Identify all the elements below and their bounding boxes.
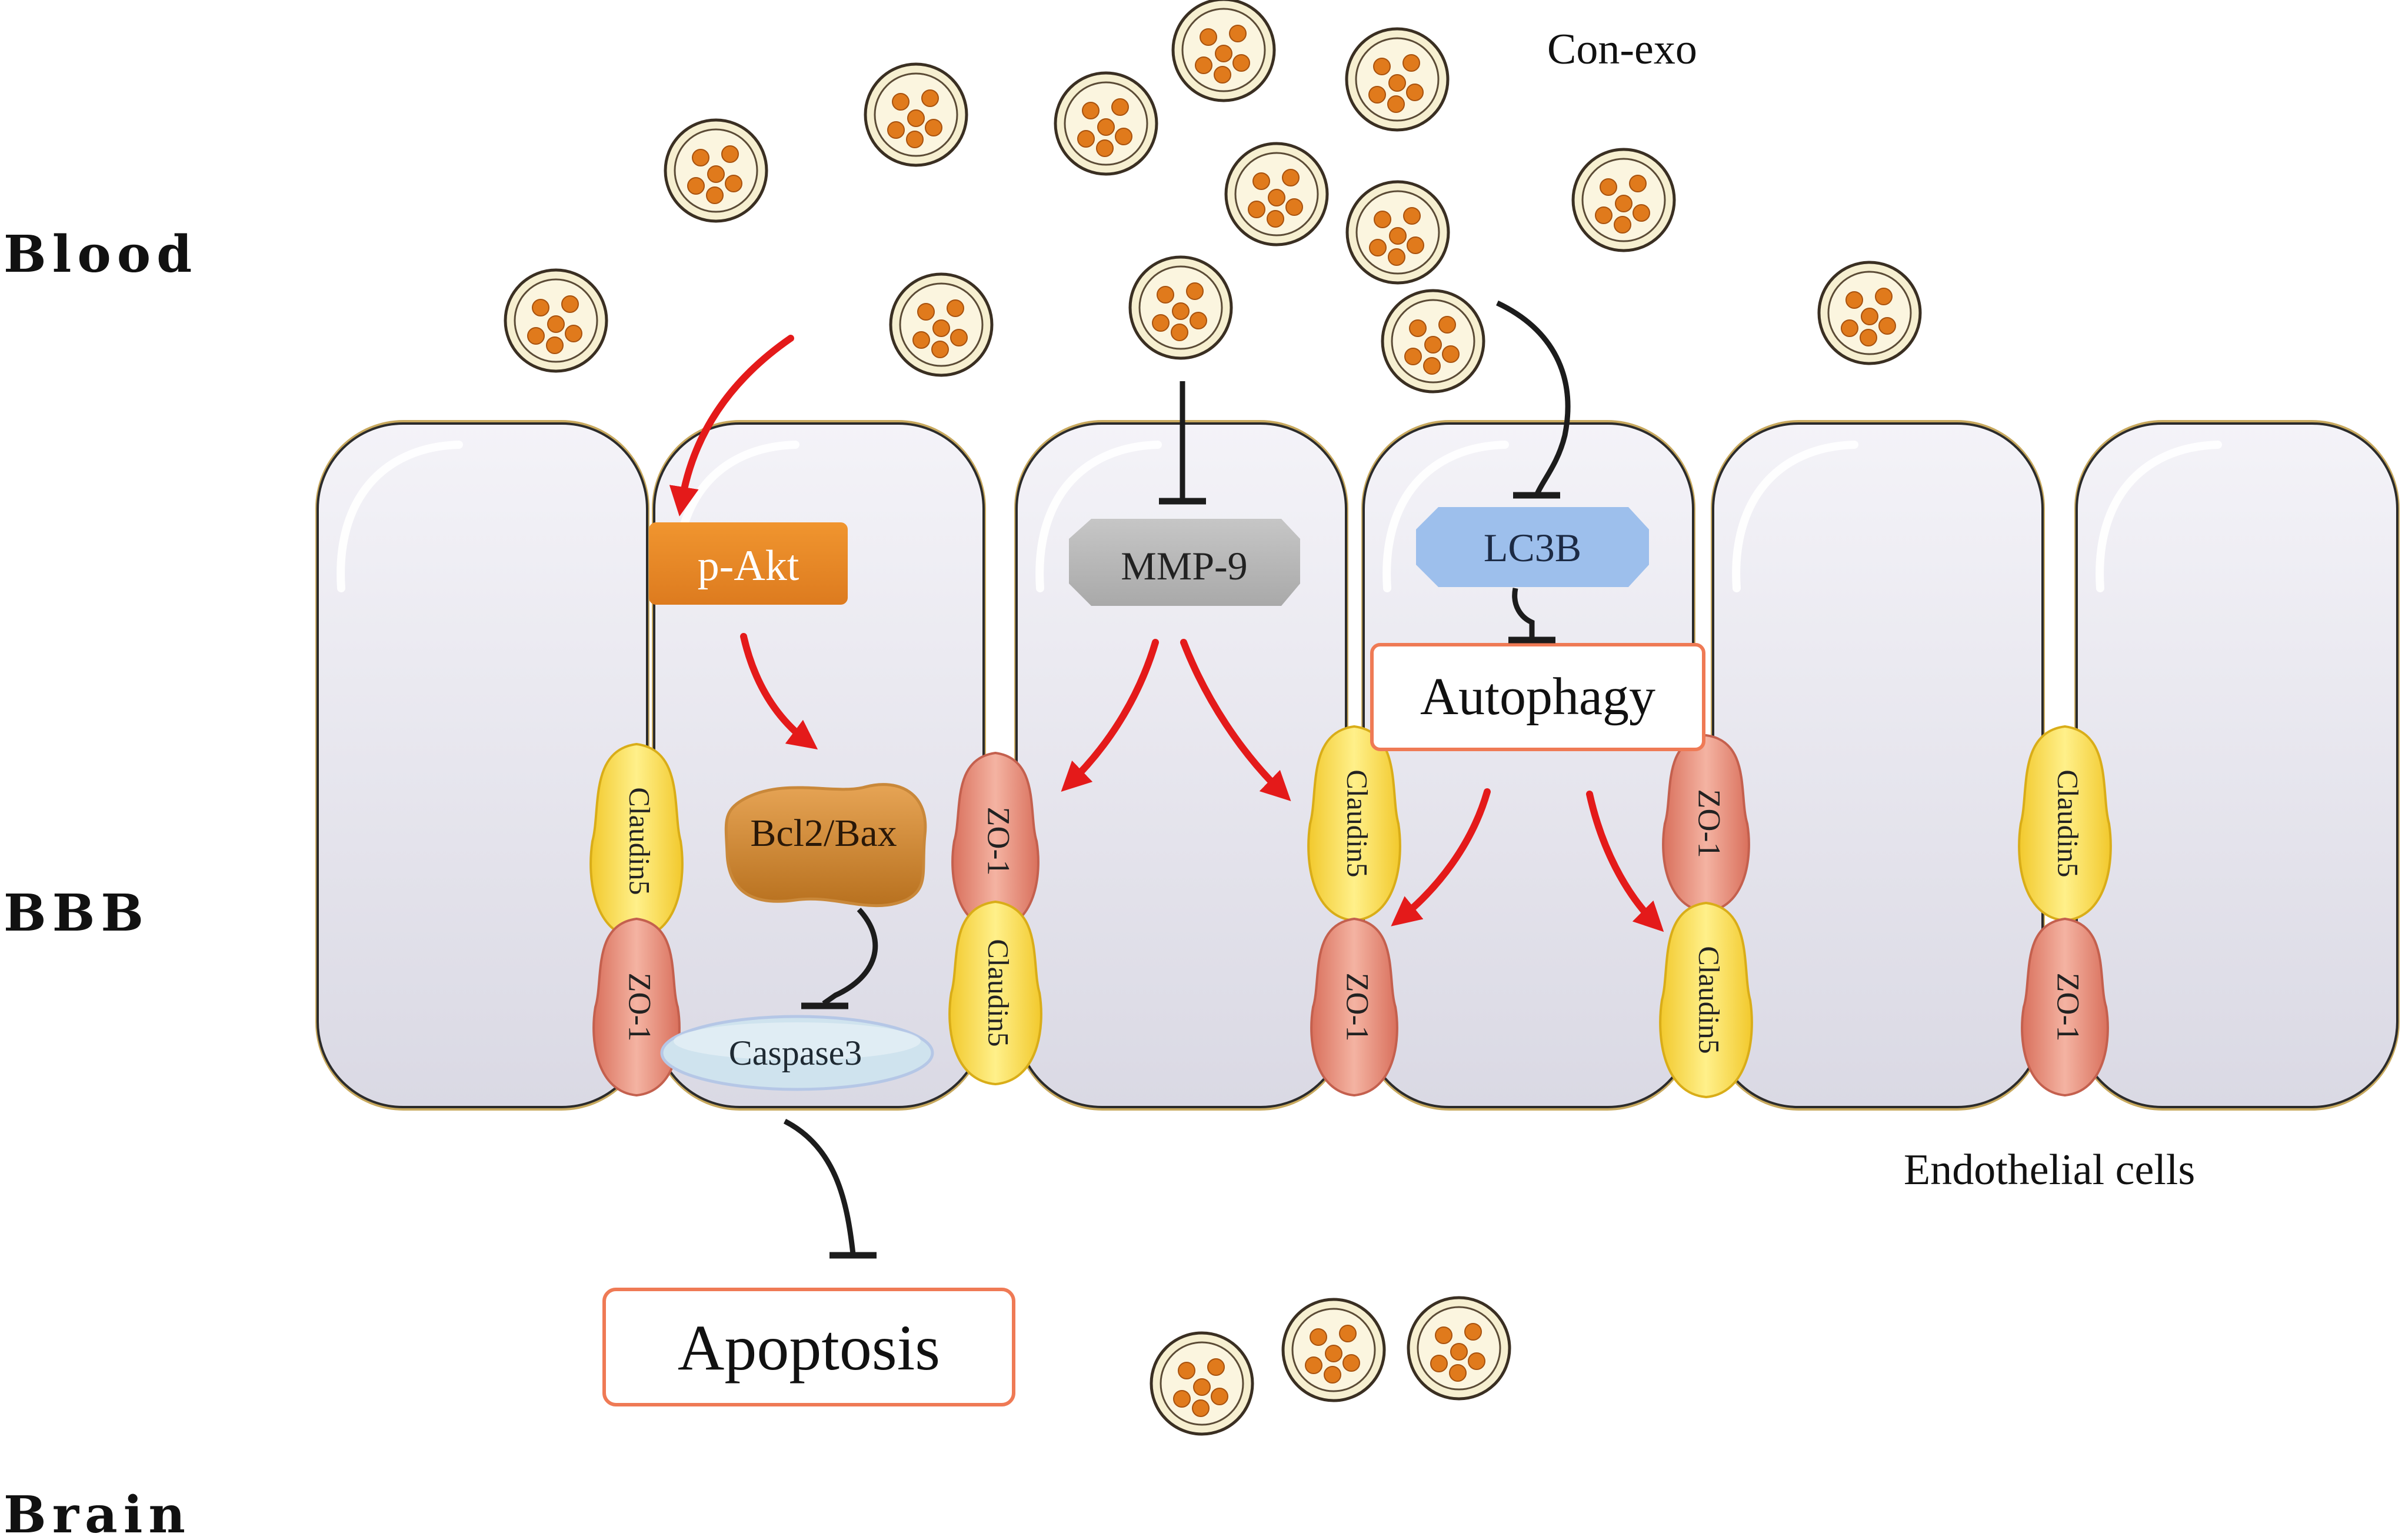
- exosome-vesicle-icon: [889, 272, 994, 377]
- claudin5-protein: Claudin5: [948, 900, 1042, 1086]
- arrow-pakt-to-bcl2: [740, 633, 818, 750]
- exosome-vesicle-icon: [1128, 255, 1233, 360]
- claudin5-protein: Claudin5: [1659, 901, 1753, 1099]
- inhibit-caspase3-to-apoptosis: [783, 1118, 877, 1259]
- exosome-vesicle-icon: [504, 268, 608, 373]
- exosome-vesicle-icon: [1281, 1298, 1386, 1402]
- claudin5-label: Claudin5: [982, 939, 1015, 1046]
- exosome-vesicle-icon: [1054, 71, 1158, 176]
- p-akt-label: p-Akt: [698, 542, 799, 590]
- lc3b-node: LC3B: [1416, 507, 1649, 587]
- zo1-label: ZO-1: [1340, 973, 1375, 1042]
- autophagy-box: Autophagy: [1370, 643, 1705, 751]
- mmp9-node: MMP-9: [1069, 519, 1300, 606]
- lc3b-label: LC3B: [1484, 525, 1581, 570]
- endothelial-cell: [1711, 420, 2045, 1111]
- zo1-label: ZO-1: [1692, 789, 1727, 858]
- claudin5-protein: Claudin5: [1307, 725, 1401, 922]
- inhibit-exo-to-lc3b: [1496, 300, 1571, 499]
- arrow-mmp9-to-zo1: [1061, 639, 1159, 792]
- claudin5-label: Claudin5: [2052, 769, 2085, 877]
- endothelial-cell: [1361, 420, 1695, 1111]
- region-label-blood: Blood: [4, 225, 198, 284]
- caspase3-node: Caspase3: [660, 1015, 934, 1091]
- zo1-label: ZO-1: [2051, 973, 2086, 1042]
- exosome-vesicle-icon: [1224, 142, 1329, 246]
- region-label-bbb: BBB: [4, 884, 149, 943]
- zo1-protein: ZO-1: [2021, 917, 2109, 1097]
- apoptosis-box: Apoptosis: [602, 1288, 1015, 1406]
- con-exo-label: Con-exo: [1547, 25, 1697, 74]
- exosome-vesicle-icon: [664, 118, 768, 223]
- p-akt-node: p-Akt: [649, 522, 848, 605]
- zo1-protein: ZO-1: [1310, 917, 1398, 1097]
- exosome-vesicle-icon: [1150, 1331, 1254, 1436]
- claudin5-label: Claudin5: [1693, 946, 1726, 1054]
- exosome-vesicle-icon: [1571, 148, 1676, 252]
- claudin5-label: Claudin5: [1341, 769, 1374, 877]
- zo1-label: ZO-1: [981, 807, 1017, 876]
- exosome-vesicle-icon: [1817, 261, 1922, 365]
- apoptosis-label: Apoptosis: [678, 1312, 940, 1384]
- tight-junction-proteins: Claudin5ZO-1ZO-1Claudin5Claudin5ZO-1ZO-1…: [589, 725, 2112, 1099]
- endothelial-cells-label: Endothelial cells: [1904, 1146, 2195, 1194]
- inhibit-bcl2-to-caspase3: [801, 907, 878, 1009]
- claudin5-protein: Claudin5: [589, 742, 684, 940]
- endothelial-cell: [315, 420, 649, 1111]
- zo1-label: ZO-1: [622, 973, 658, 1042]
- inhibit-lc3b-to-autophagy: [1508, 588, 1555, 644]
- exosome-vesicle-icon: [1345, 27, 1450, 132]
- claudin5-protein: Claudin5: [2018, 725, 2112, 922]
- exosome-vesicle-icon: [1381, 289, 1485, 394]
- inhibit-exo-to-mmp9: [1159, 381, 1206, 505]
- mmp9-label: MMP-9: [1121, 544, 1247, 588]
- zo1-protein: ZO-1: [592, 917, 681, 1097]
- caspase3-label: Caspase3: [729, 1034, 862, 1072]
- inhibition-lines: [783, 300, 1571, 1259]
- autophagy-label: Autophagy: [1420, 668, 1655, 726]
- region-label-brain: Brain: [4, 1485, 191, 1540]
- arrow-autophagy-to-zo1: [1391, 788, 1491, 926]
- claudin5-label: Claudin5: [624, 787, 657, 895]
- exosome-vesicle-icon: [1345, 180, 1450, 285]
- exosome-vesicle-icon: [1407, 1296, 1511, 1401]
- zo1-protein: ZO-1: [1662, 734, 1750, 914]
- bcl2-bax-node: Bcl2/Bax: [724, 783, 927, 908]
- arrow-exo-to-pakt: [669, 335, 794, 516]
- arrow-autophagy-to-claudin5: [1586, 791, 1664, 932]
- exosome-vesicle-icon: [864, 62, 968, 167]
- exosome-vesicle-icon: [1171, 0, 1276, 102]
- exosome-cluster: [504, 0, 1922, 1436]
- activation-arrows: [669, 335, 1664, 932]
- arrow-mmp9-to-claudin5: [1180, 639, 1291, 802]
- endothelial-cell: [2074, 420, 2400, 1111]
- bcl2-bax-label: Bcl2/Bax: [750, 812, 897, 855]
